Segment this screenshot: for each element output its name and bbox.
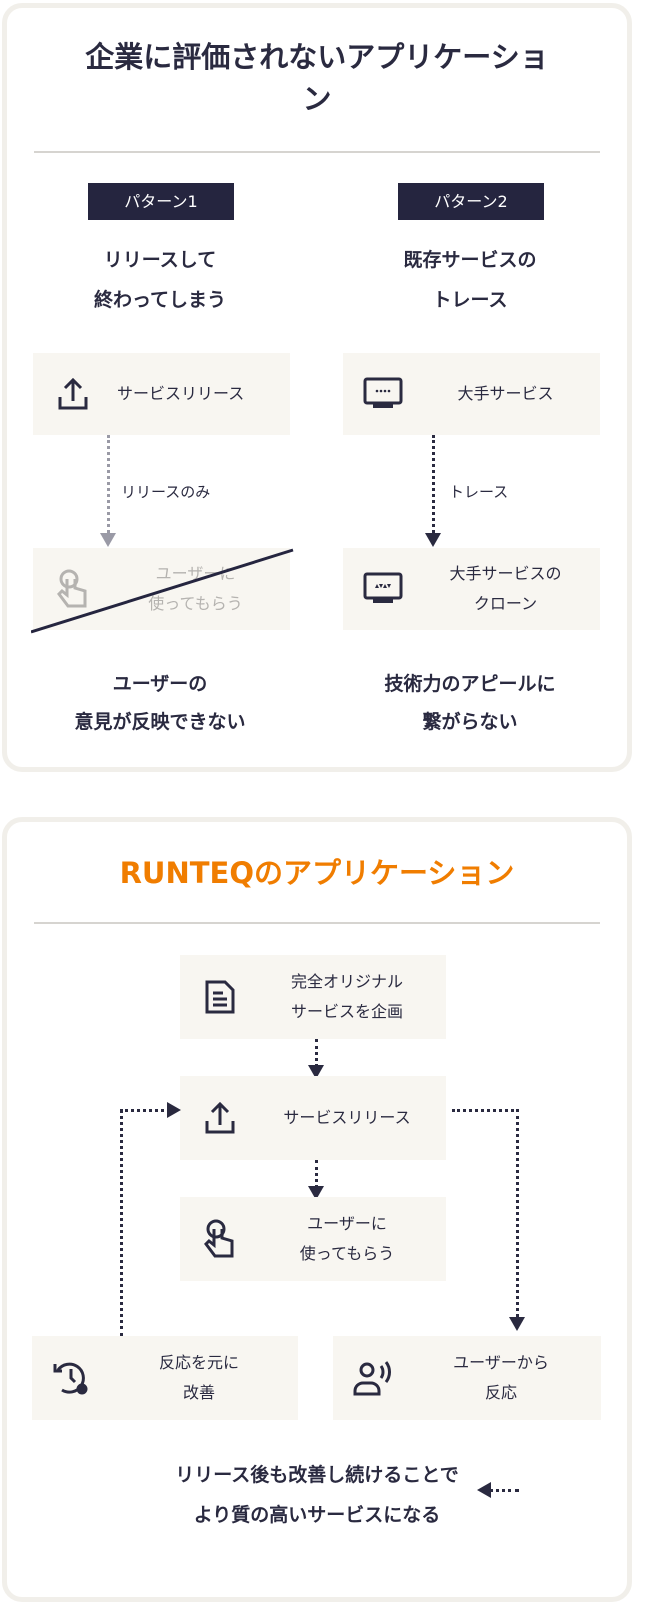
monitor-icon (343, 572, 423, 606)
title-line: ン (302, 82, 332, 116)
arrow-line (452, 1109, 519, 1112)
arrow-head (100, 533, 116, 547)
arrow-line (120, 1109, 123, 1337)
box-label: ユーザーに 使ってもらう (113, 559, 290, 619)
card-runteq-apps: RUNTEQのアプリケーション 完全オリジナル サービスを企画 サービスリリース… (2, 817, 632, 1602)
label-line: 反応 (484, 1383, 517, 1402)
result-line: 技術力のアピールに (384, 673, 556, 695)
upload-icon (33, 377, 113, 411)
strike-line (31, 548, 294, 634)
conclusion-line: リリース後も改善し続けることで (175, 1464, 459, 1486)
heading-line: リリースして (103, 249, 217, 271)
arrow-head (425, 533, 441, 547)
box-label: 大手サービス (457, 384, 554, 403)
box-label: 大手サービスの クローン (423, 559, 600, 619)
box-users-use: ユーザーに 使ってもらう (180, 1197, 446, 1281)
arrow-line (432, 435, 435, 533)
divider (34, 151, 600, 153)
arrow-head (509, 1317, 525, 1331)
heading-line: トレース (432, 289, 508, 311)
pattern2-heading: 既存サービスの トレース (340, 240, 600, 320)
box-user-feedback: ユーザーから 反応 (333, 1336, 601, 1420)
conclusion: リリース後も改善し続けることで より質の高いサービスになる (67, 1455, 567, 1535)
tap-icon (33, 569, 113, 609)
history-settings-icon (32, 1358, 112, 1398)
box-label: ユーザーに 使ってもらう (260, 1209, 446, 1269)
title-line: 企業に評価されないアプリケーショ (85, 40, 549, 74)
pattern1-result: ユーザーの 意見が反映できない (30, 665, 290, 741)
tap-icon (180, 1219, 260, 1259)
box-label: 完全オリジナル サービスを企画 (260, 967, 446, 1027)
arrow-head (167, 1102, 181, 1118)
label-line: 完全オリジナル (290, 972, 403, 991)
arrow-head (308, 1065, 324, 1079)
box-improve: 反応を元に 改善 (32, 1336, 298, 1420)
arrow-line (516, 1109, 519, 1317)
box-service-release: サービスリリース (33, 353, 290, 435)
label-line: 大手サービスの (449, 564, 562, 583)
box-clone: 大手サービスの クローン (343, 548, 600, 630)
arrow-line (107, 435, 110, 533)
box-original-service: 完全オリジナル サービスを企画 (180, 955, 446, 1039)
label-line: 使ってもらう (299, 1244, 395, 1263)
box-major-service: 大手サービス (343, 353, 600, 435)
user-voice-icon (333, 1358, 413, 1398)
card-unevaluated-apps: 企業に評価されないアプリケーショ ン パターン1 パターン2 リリースして 終わ… (2, 3, 632, 772)
pattern2-result: 技術力のアピールに 繋がらない (340, 665, 600, 741)
arrow-line (315, 1039, 318, 1067)
box-users-use-faded: ユーザーに 使ってもらう (33, 548, 290, 630)
section-title: RUNTEQのアプリケーション (119, 856, 515, 890)
label-line: 改善 (182, 1383, 215, 1402)
pattern1-badge: パターン1 (88, 183, 234, 220)
label-line: 反応を元に (158, 1353, 239, 1372)
arrow-head (308, 1186, 324, 1200)
result-line: 意見が反映できない (74, 711, 246, 733)
label-line: ユーザーに (307, 1214, 387, 1233)
heading-line: 既存サービスの (403, 249, 537, 271)
box-label: 反応を元に 改善 (112, 1348, 298, 1408)
label-line: ユーザーから (453, 1353, 549, 1372)
monitor-icon (343, 377, 423, 411)
label-line: クローン (473, 594, 538, 613)
label-line: 使ってもらう (148, 594, 243, 613)
label-line: サービスを企画 (290, 1002, 403, 1021)
box-label: サービスリリース (283, 1108, 411, 1127)
pattern2-badge: パターン2 (398, 183, 544, 220)
arrow-label: トレース (449, 483, 509, 501)
result-line: ユーザーの (112, 673, 208, 695)
box-service-release: サービスリリース (180, 1076, 446, 1160)
heading-line: 終わってしまう (93, 289, 227, 311)
pattern1-heading: リリースして 終わってしまう (30, 240, 290, 320)
box-label: ユーザーから 反応 (413, 1348, 601, 1408)
arrow-label: リリースのみ (121, 483, 211, 501)
arrow-line (315, 1160, 318, 1188)
divider (34, 922, 600, 924)
upload-icon (180, 1101, 260, 1135)
arrow-line (120, 1109, 170, 1112)
box-label: サービスリリース (117, 384, 245, 403)
arrow-line (489, 1489, 519, 1492)
arrow-head (477, 1482, 491, 1498)
document-icon (180, 979, 260, 1015)
result-line: 繋がらない (422, 711, 518, 733)
label-line: ユーザーに (155, 564, 236, 583)
section-title: 企業に評価されないアプリケーショ ン (27, 36, 607, 120)
conclusion-line: より質の高いサービスになる (193, 1504, 441, 1526)
